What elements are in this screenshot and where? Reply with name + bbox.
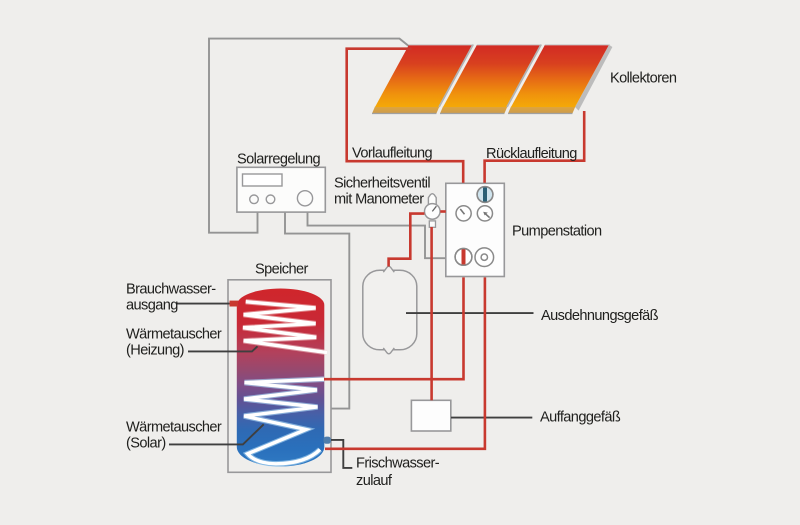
svg-text:zulauf: zulauf [356, 473, 393, 489]
svg-text:(Solar): (Solar) [126, 436, 166, 452]
svg-text:Vorlaufleitung: Vorlaufleitung [352, 146, 433, 162]
svg-text:(Heizung): (Heizung) [126, 343, 184, 359]
svg-text:mit Manometer: mit Manometer [334, 192, 424, 208]
svg-text:Frischwasser-: Frischwasser- [356, 456, 440, 472]
svg-text:Pumpenstation: Pumpenstation [512, 224, 602, 240]
svg-text:Speicher: Speicher [255, 262, 309, 278]
svg-text:Auffanggefäß: Auffanggefäß [540, 410, 621, 426]
svg-text:Wärmetauscher: Wärmetauscher [126, 420, 222, 436]
svg-text:ausgang: ausgang [126, 298, 178, 314]
svg-text:Solarregelung: Solarregelung [237, 152, 321, 168]
svg-text:Brauchwasser-: Brauchwasser- [126, 282, 216, 298]
svg-text:Rücklaufleitung: Rücklaufleitung [486, 146, 577, 162]
svg-text:Kollektoren: Kollektoren [610, 71, 677, 87]
svg-text:Sicherheitsventil: Sicherheitsventil [334, 176, 430, 192]
svg-text:Wärmetauscher: Wärmetauscher [126, 327, 222, 343]
svg-text:Ausdehnungsgefäß: Ausdehnungsgefäß [541, 308, 659, 324]
